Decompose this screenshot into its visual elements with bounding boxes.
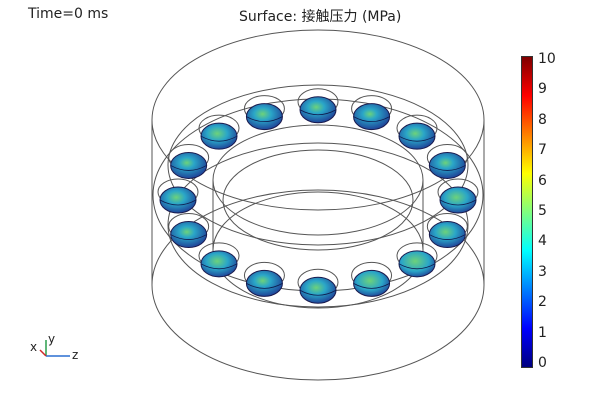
colorbar-tick: 4 [538,233,547,250]
colorbar-tick: 3 [538,263,547,280]
colorbar-tick: 5 [538,203,547,219]
rolling-ball [170,151,208,179]
rolling-ball [245,103,283,131]
ball-contact-band [159,199,197,206]
ball-contact-band [353,283,390,289]
colorbar-tick: 6 [538,172,547,189]
rolling-ball [299,276,337,304]
rolling-ball [428,221,466,249]
colorbar-tick: 1 [538,324,547,341]
rolling-ball [353,103,391,131]
colorbar-tick: 10 [538,51,556,67]
plot-title: Surface: 接触压力 (MPa) [239,9,402,25]
rolling-ball [398,250,436,278]
axis-label-x: x [30,340,38,354]
colorbar-tick: 0 [538,355,547,371]
ball-contact-band [200,263,238,270]
ball-contact-band [439,199,477,206]
ball-contact-band [429,234,466,240]
ball-contact-band [170,165,207,171]
ball-contact-band [246,283,283,289]
rolling-ball [353,269,391,297]
ball-contact-band [353,116,390,123]
rolling-ball [200,122,238,150]
ball-contact-band [398,135,436,142]
ball-contact-band [170,234,207,240]
rolling-ball [439,186,477,214]
rolling-ball [159,186,197,214]
ball-contact-band [246,116,283,123]
inner-ring-top [212,124,424,236]
axis-label-y: y [48,332,56,346]
rolling-ball [398,122,436,150]
rolling-ball [200,250,238,278]
inner-ring-bore [222,149,414,251]
colorbar-tick: 9 [538,81,547,98]
ball-contact-band [200,135,238,142]
axis-triad: y x z [30,330,90,370]
raceway-bottom [167,142,469,308]
ball-contact-band [398,263,436,270]
colorbar-tick: 7 [538,142,547,159]
time-label: Time=0 ms [28,6,109,22]
axis-label-z: z [72,348,79,362]
colorbar-tick: 2 [538,294,547,311]
color-legend-bar [521,56,533,368]
rolling-ball [299,96,337,124]
raceway-top [167,84,469,246]
rolling-ball [170,221,208,249]
ball-contact-band [429,165,466,171]
rolling-ball [428,151,466,179]
ball-contact-band [299,109,337,116]
colorbar-tick: 8 [538,111,547,128]
ball-contact-band [299,289,337,296]
rolling-ball [245,269,283,297]
